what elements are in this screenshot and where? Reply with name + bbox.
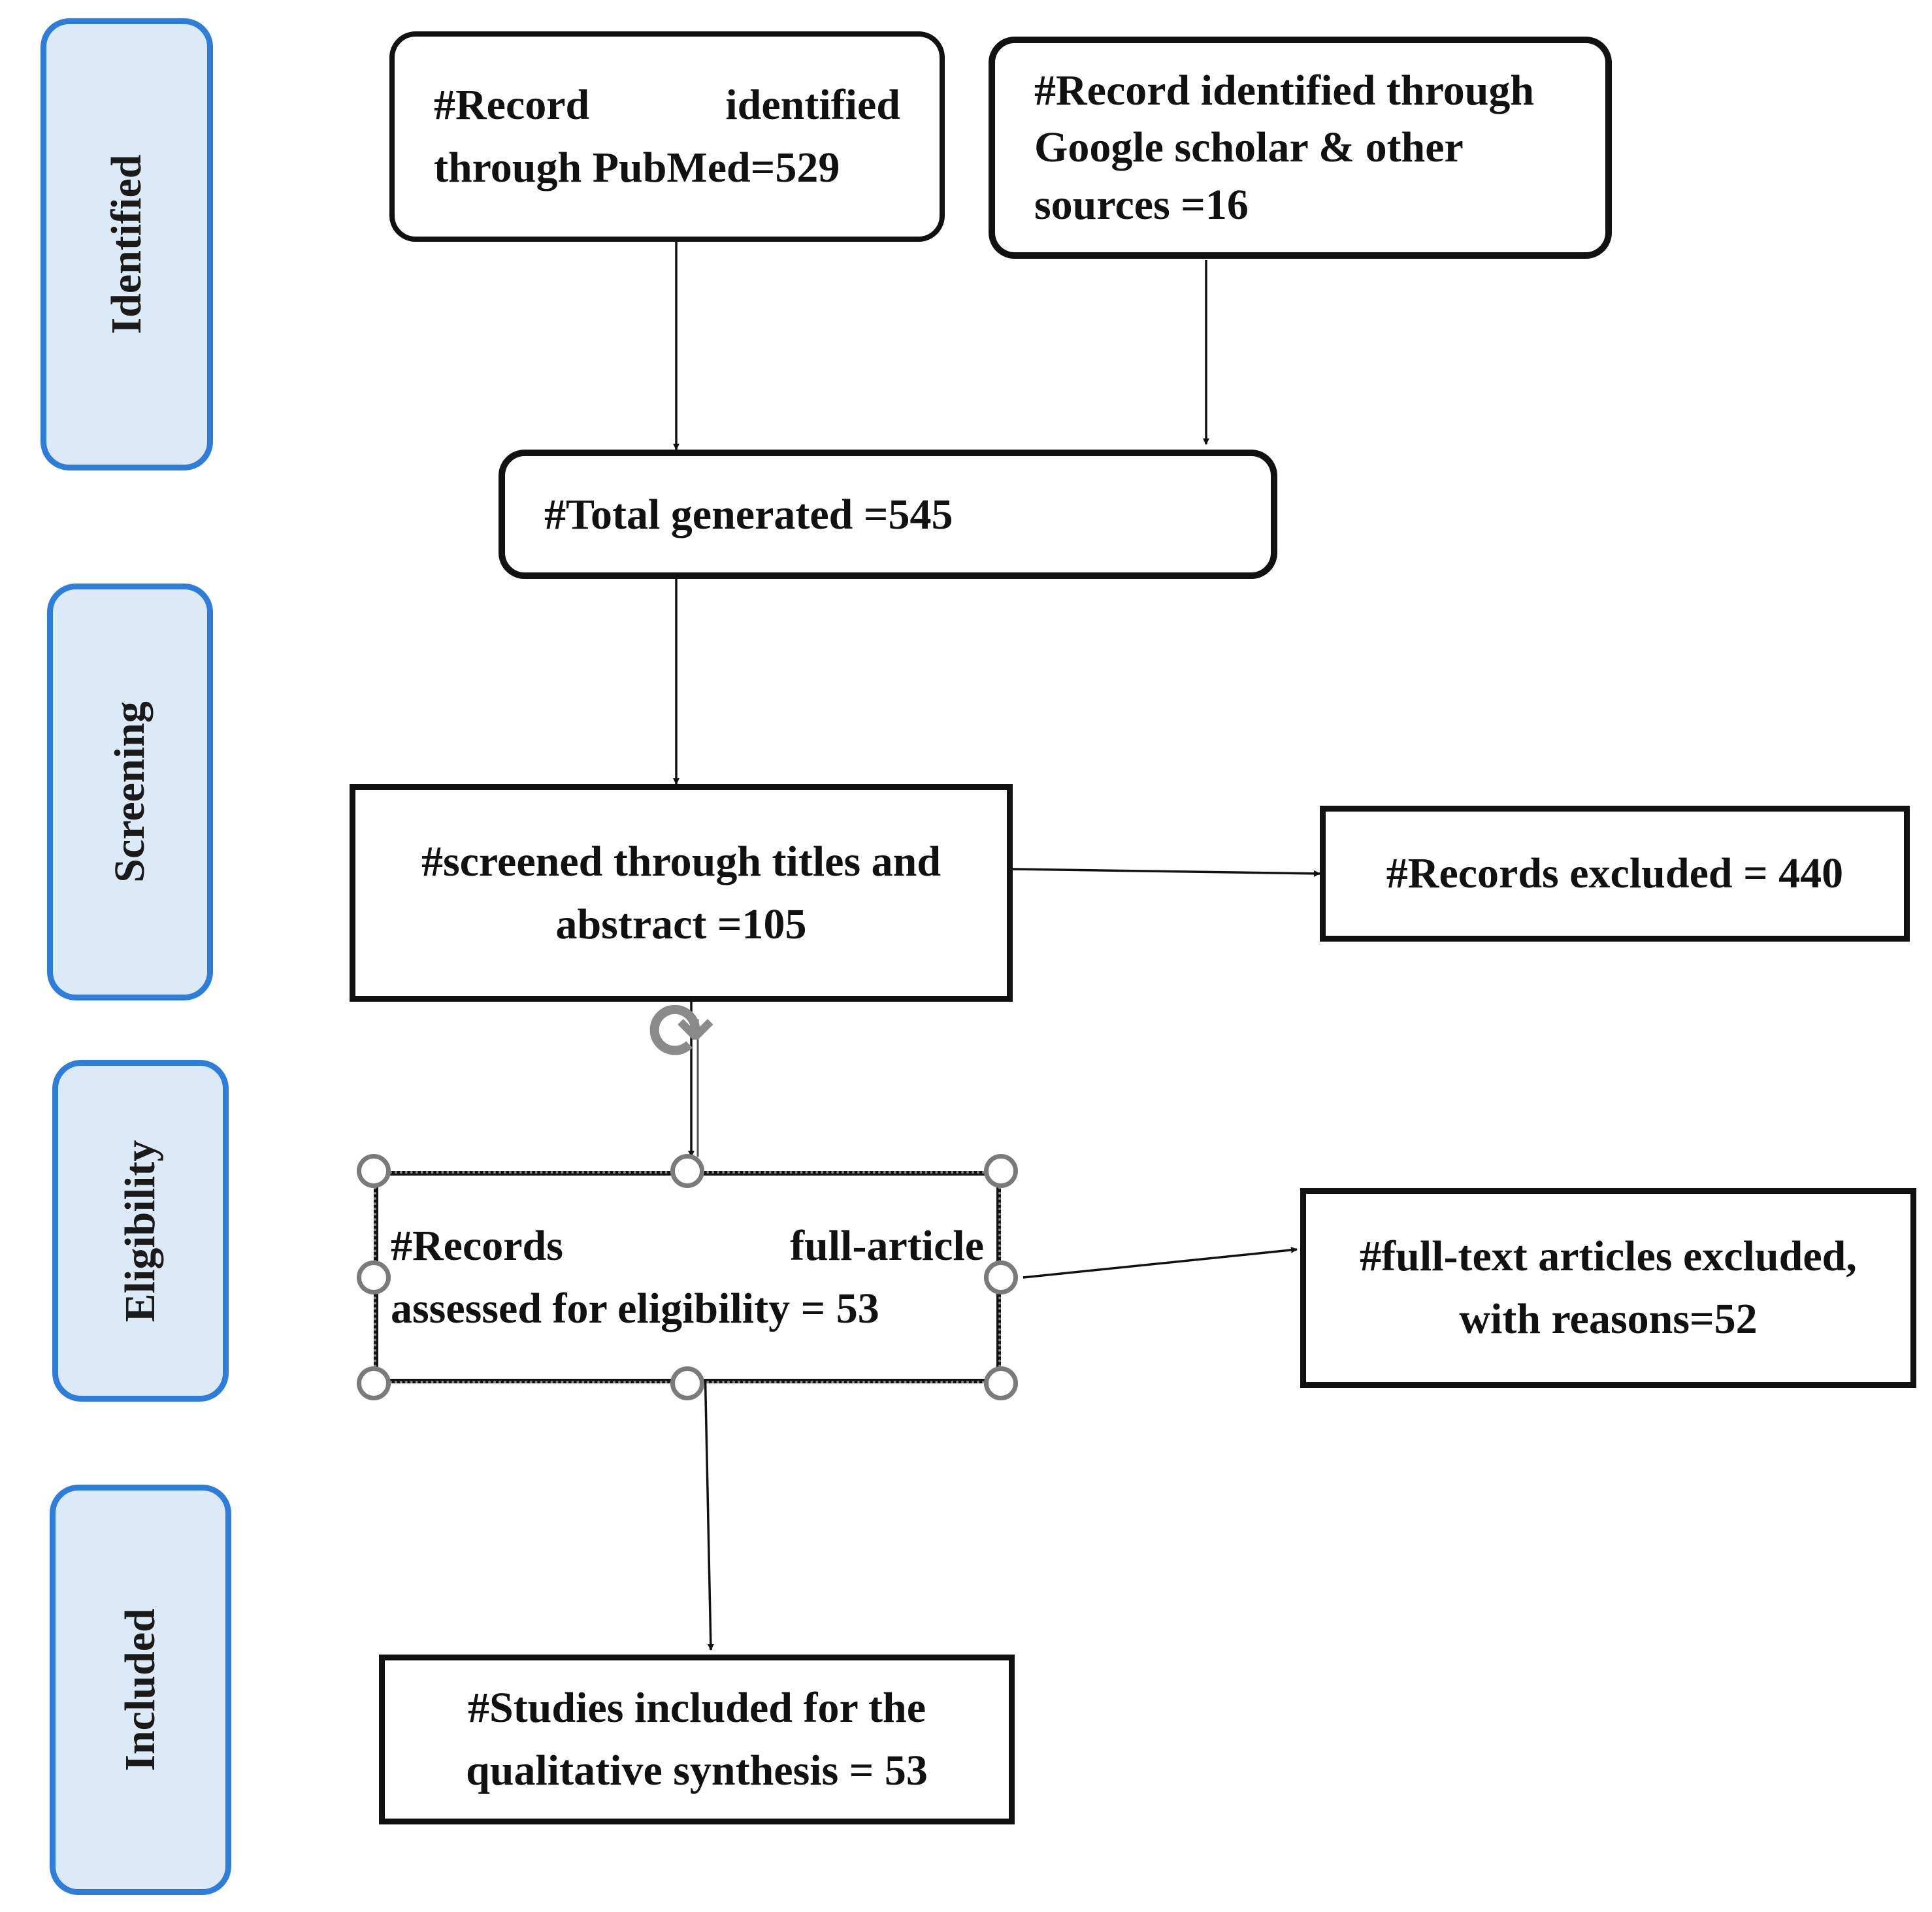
box-pubmed-line2: through PubMed=529: [434, 144, 840, 191]
box-pubmed-records[interactable]: #Record identified through PubMed=529: [389, 31, 945, 242]
box-fulltext-line1: #Records full-article: [391, 1221, 984, 1270]
box-excluded-line1: #Records excluded = 440: [1386, 849, 1844, 898]
resize-handle-bottom-left[interactable]: [357, 1366, 391, 1400]
stage-screening: Screening: [47, 584, 213, 1000]
arrow-screened-to-excluded: [1012, 868, 1320, 877]
box-fulltext-excluded-line2: with reasons=52: [1459, 1295, 1758, 1343]
box-screened[interactable]: #screened through titles and abstract =1…: [350, 784, 1013, 1002]
box-fulltext-excluded-line1: #full-text articles excluded,: [1360, 1232, 1857, 1281]
stage-identified: Identified: [41, 18, 213, 470]
rotate-icon[interactable]: ⟳: [648, 987, 714, 1078]
resize-handle-left[interactable]: [357, 1261, 391, 1294]
box-records-excluded[interactable]: #Records excluded = 440: [1320, 806, 1910, 942]
box-studies-included[interactable]: #Studies included for the qualitative sy…: [379, 1655, 1015, 1824]
box-fulltext-assessed[interactable]: #Records full-article assessed for eligi…: [374, 1171, 1001, 1383]
box-total-generated[interactable]: #Total generated =545: [499, 450, 1277, 579]
box-google-records[interactable]: #Record identified through Google schola…: [989, 37, 1612, 259]
box-google-line3: sources =16: [1034, 180, 1249, 229]
box-screened-line1: #screened through titles and: [421, 837, 941, 885]
arrow-fulltext-to-fulltext-excluded: [1023, 1246, 1298, 1279]
box-google-line2: Google scholar & other: [1034, 124, 1464, 172]
box-pubmed-line1: #Record identified: [434, 81, 900, 129]
resize-handle-top-right[interactable]: [984, 1154, 1018, 1188]
box-screened-line2: abstract =105: [555, 900, 807, 948]
stage-eligibility: Eligibility: [52, 1060, 229, 1402]
resize-handle-bottom-right[interactable]: [984, 1366, 1018, 1400]
stage-included: Included: [50, 1485, 231, 1895]
resize-handle-top[interactable]: [670, 1154, 704, 1188]
resize-handle-top-left[interactable]: [357, 1154, 391, 1188]
box-total-line1: #Total generated =545: [544, 491, 953, 538]
resize-handle-right[interactable]: [984, 1261, 1018, 1294]
selection-frame: [374, 1171, 1001, 1383]
box-studies-line2: qualitative synthesis = 53: [466, 1747, 928, 1794]
box-google-line1: #Record identified through: [1034, 67, 1535, 115]
resize-handle-bottom[interactable]: [670, 1366, 704, 1400]
box-fulltext-line2: assessed for eligibility = 53: [391, 1284, 879, 1332]
box-fulltext-excluded[interactable]: #full-text articles excluded, with reaso…: [1300, 1188, 1916, 1388]
arrow-fulltext-to-studies: [703, 1332, 714, 1651]
box-studies-line1: #Studies included for the: [467, 1684, 926, 1732]
